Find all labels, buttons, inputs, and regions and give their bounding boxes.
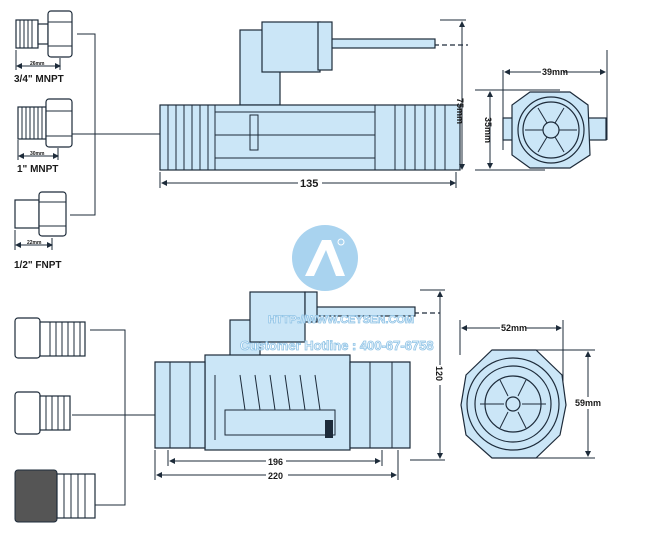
fitting-label: 3/4" MNPT bbox=[14, 74, 64, 85]
fitting-bottom-2 bbox=[14, 391, 71, 435]
fitting-dimension: 26mm bbox=[30, 61, 45, 67]
watermark-hotline: Customer Hotline : 400-67-6758 bbox=[240, 338, 434, 353]
fitting-bracket-bottom bbox=[72, 329, 155, 506]
sensor-body-top bbox=[159, 21, 468, 171]
fitting-dimension: 30mm bbox=[30, 151, 45, 157]
length-dim-label: 135 bbox=[300, 178, 318, 190]
watermark-url: HTTP://WWW.CEYSEN.COM bbox=[268, 314, 414, 326]
sensor-body-bottom bbox=[154, 291, 440, 451]
watermark-logo bbox=[292, 225, 358, 291]
height-dim-label: 120 bbox=[434, 366, 444, 381]
dimension-75mm bbox=[440, 19, 466, 170]
end-height-dim-label: 35mm bbox=[483, 117, 493, 143]
fitting-dimension: 22mm bbox=[27, 240, 42, 246]
fitting-1-2-fnpt bbox=[14, 191, 67, 250]
end-width-dim-label: 52mm bbox=[501, 323, 527, 333]
fitting-bottom-3 bbox=[14, 469, 96, 523]
end-height-dim-label: 59mm bbox=[575, 398, 601, 408]
end-view-bottom bbox=[459, 320, 595, 459]
fitting-bottom-1 bbox=[14, 317, 86, 359]
length-dim-label: 220 bbox=[268, 471, 283, 481]
fitting-3-4-mnpt bbox=[15, 10, 73, 70]
fitting-label: 1/2" FNPT bbox=[14, 260, 62, 271]
end-view-top bbox=[475, 50, 608, 171]
inner-length-dim-label: 196 bbox=[268, 457, 283, 467]
end-width-dim-label: 39mm bbox=[542, 67, 568, 77]
fitting-bracket bbox=[70, 33, 160, 216]
fitting-1-mnpt bbox=[17, 98, 73, 160]
fitting-label: 1" MNPT bbox=[17, 164, 58, 175]
height-dim-label: 75mm bbox=[455, 98, 465, 124]
